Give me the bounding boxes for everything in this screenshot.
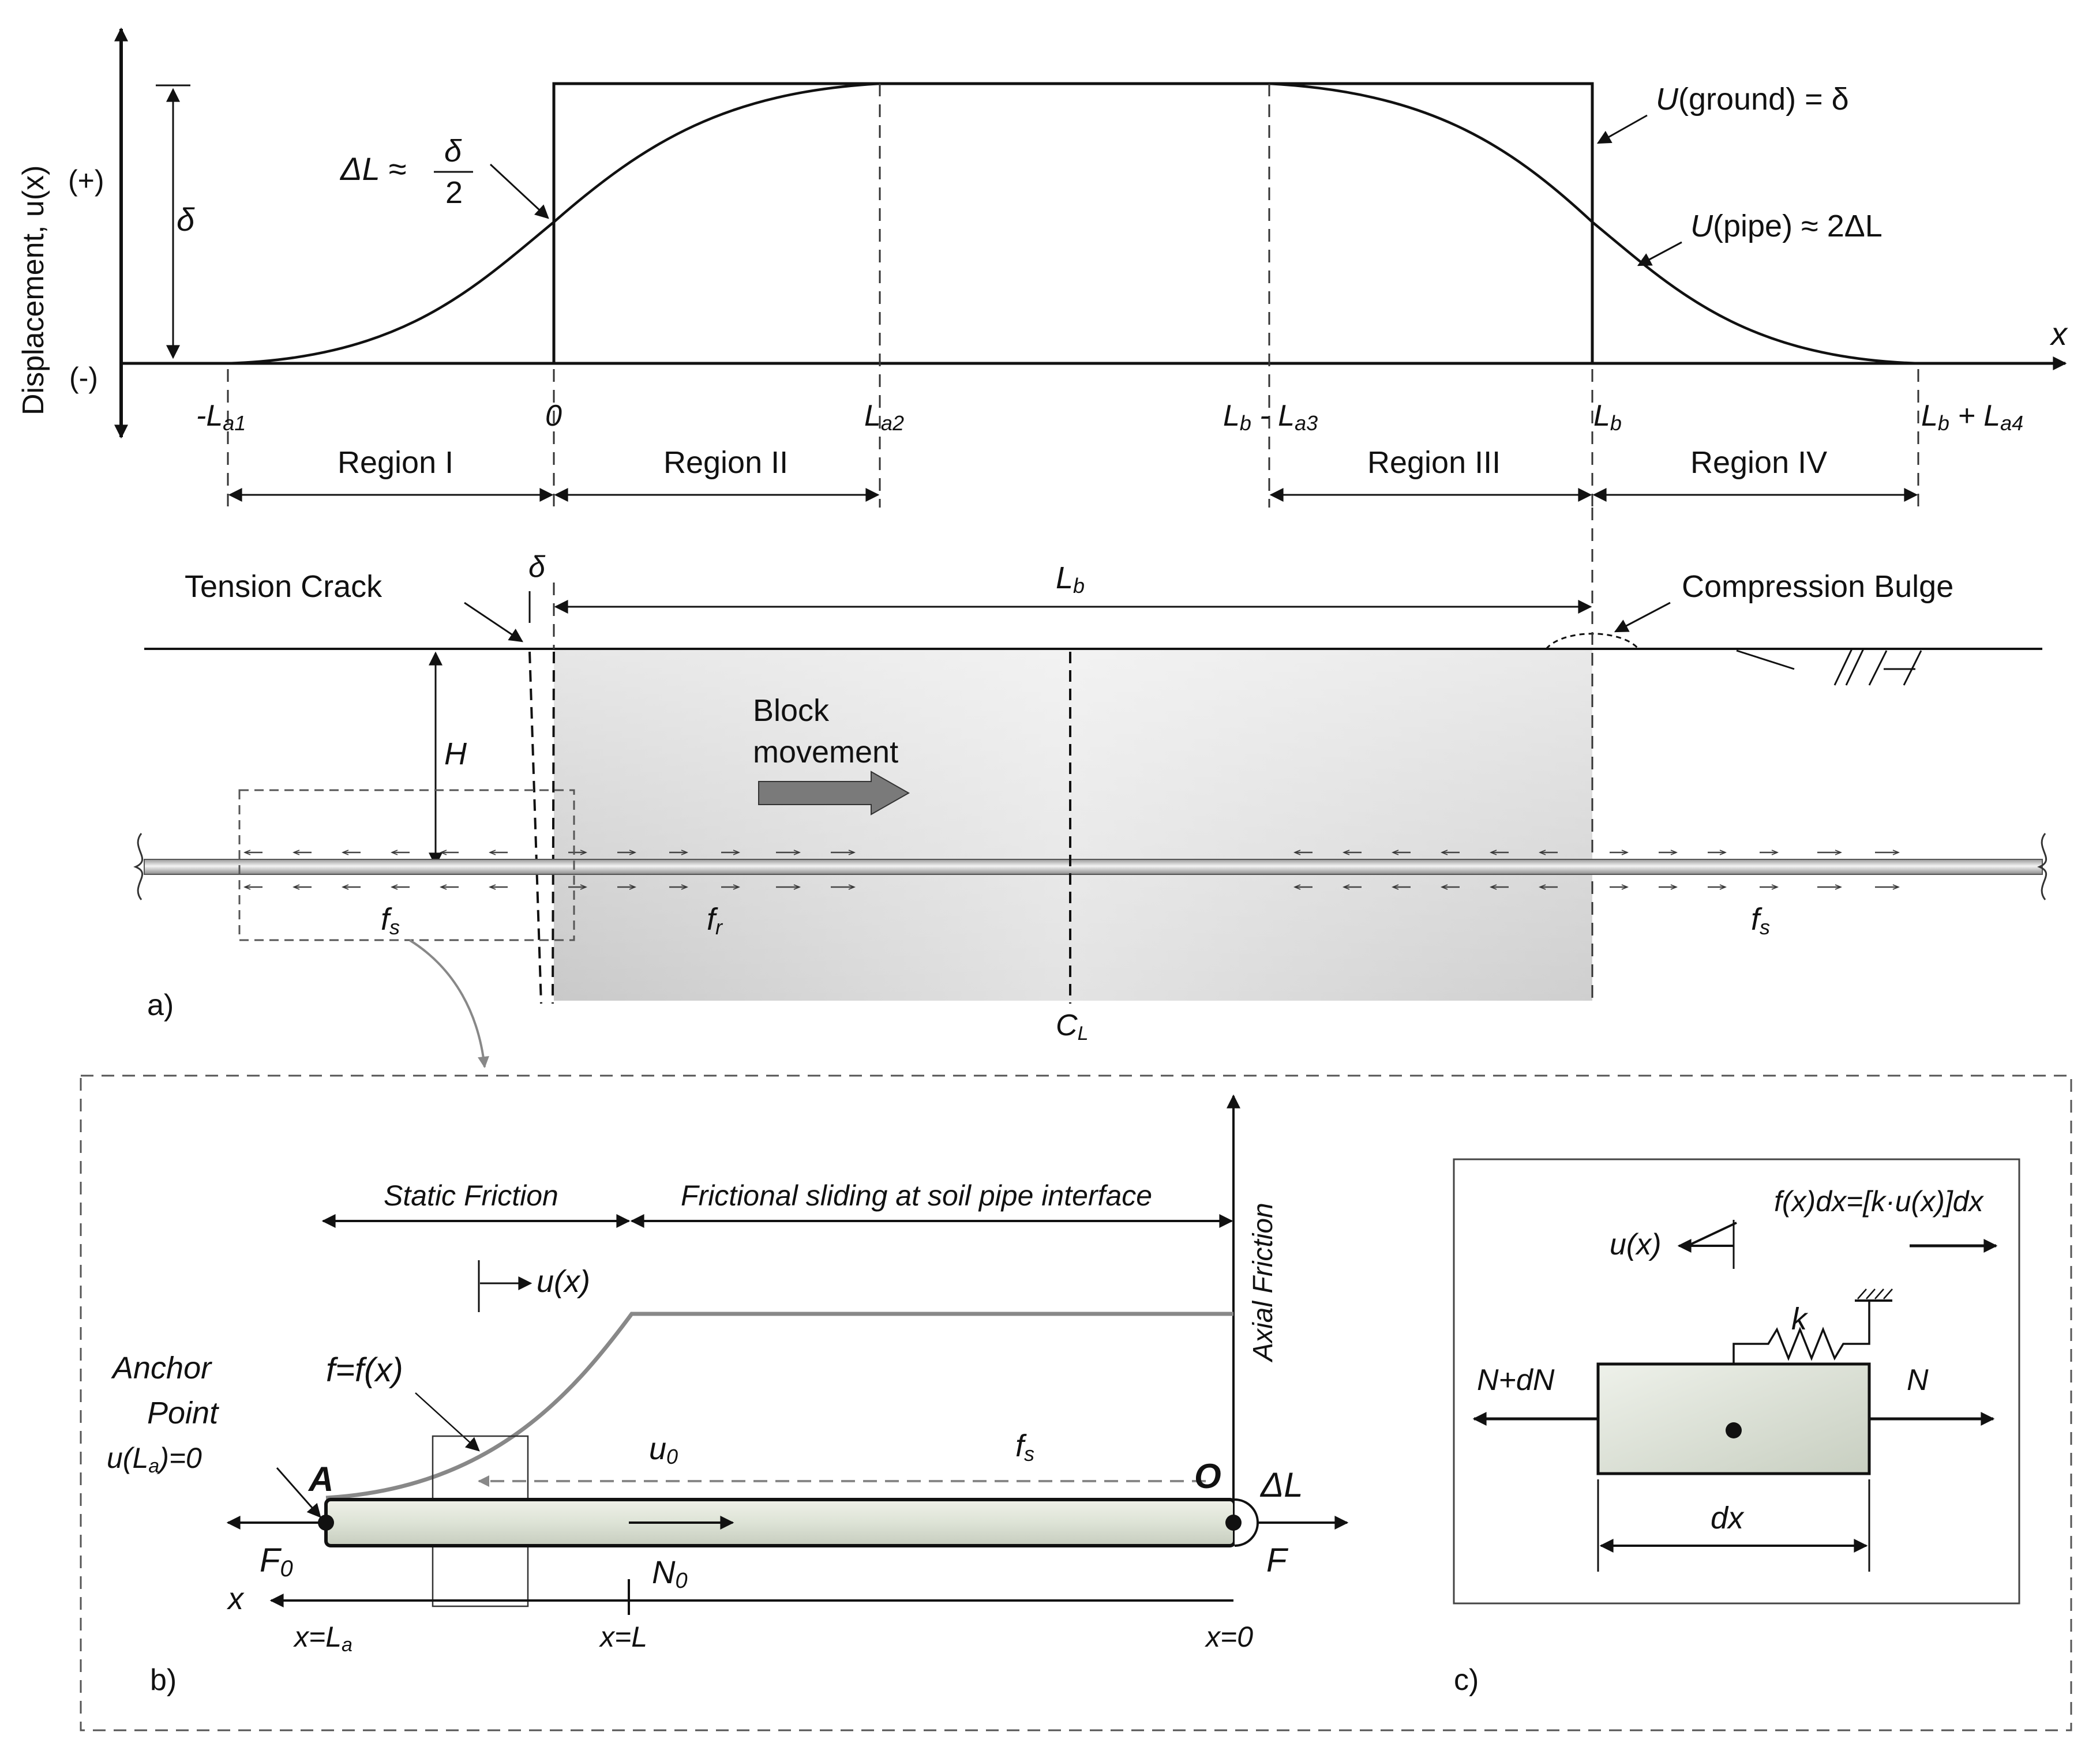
static-friction-label: Static Friction [384,1179,558,1212]
delta-l-label: ΔL [1259,1466,1303,1504]
delta-l-denominator: 2 [445,175,463,210]
delta-l-pointer [489,163,549,219]
f-of-x-label: f=f(x) [326,1351,403,1389]
delta-l-approx: ΔL ≈ [339,151,406,187]
f0-label: F0 [260,1542,293,1581]
axial-friction-curve [325,1312,1233,1500]
u-ground-pointer [1596,114,1648,144]
n-label: N [1907,1363,1929,1397]
spring [1732,1301,1870,1430]
tick-lb: Lb [1593,399,1622,435]
point-o-label: O [1194,1457,1221,1496]
fr-label: fr [707,902,723,939]
y-axis-label: Displacement, u(x) [17,166,50,415]
panel-c-u-of-x: u(x) [1610,1228,1662,1261]
u-pipe-label: U(pipe) ≈ 2ΔL [1690,209,1882,243]
zoom-box [238,789,575,941]
fs-left-label: fs [381,902,400,939]
n-plus-dn-label: N+dN [1477,1363,1555,1397]
pipe-displacement-curve-left [227,82,880,365]
u-of-x-label: u(x) [537,1264,590,1299]
x-axis-b-label: x [226,1581,245,1616]
x-equals-l: x=L [599,1621,647,1653]
region-dimensions: Region I Region II Region III Region IV [228,445,1918,502]
displacement-plot: x Displacement, u(x) (+) (-) δ -La1 0 La… [17,27,2068,508]
tick-lb-plus-la4: Lb + La4 [1921,399,2023,435]
crack-delta-label: δ [528,550,546,584]
fs-right-label: fs [1751,902,1770,939]
ground-displacement-curve [552,82,1594,363]
tick-la2: La2 [864,399,904,435]
friction-arrows-left [245,852,508,887]
tension-crack-label: Tension Crack [185,569,382,604]
friction-arrows-block-right [1295,852,1558,887]
n0-label: N0 [652,1554,688,1593]
panel-c-label: c) [1454,1663,1479,1697]
block-movement-label: Block movement [753,693,898,769]
x-axis-label: x [2049,315,2068,352]
frictional-sliding-label: Frictional sliding at soil pipe interfac… [681,1179,1152,1212]
panel-c-fdx: f(x)dx=[k·u(x)]dx [1774,1185,1985,1218]
tension-crack [528,651,555,1004]
element-center [1726,1422,1742,1438]
buried-pipe [144,859,2043,875]
u-ground-label: U(ground) = δ [1656,82,1849,117]
pipe-element [1596,1362,1871,1475]
lb-dimension-label: Lb [1056,561,1085,598]
delta-label: δ [177,201,195,238]
delta-l-numerator: δ [444,134,462,168]
pipe-segment [324,1498,1236,1547]
end-node [1225,1515,1242,1531]
pipe-displacement-curve-right [1269,82,1919,365]
compression-bulge-pointer [1614,602,1671,633]
minus-label: (-) [69,362,98,394]
tick-neg-la1: -La1 [196,399,246,435]
u-pipe-pointer [1637,241,1682,266]
tick-lb-minus-la3: Lb - La3 [1223,399,1318,435]
region-1-label: Region I [337,445,453,480]
h-label: H [444,737,467,771]
pipe-break-left [133,833,144,900]
f-label: F [1266,1542,1289,1579]
zoom-connector [408,939,489,1068]
region-3-label: Region III [1367,445,1501,480]
anchor-pointer [276,1467,321,1518]
centerline-label: CL [1056,1009,1088,1045]
friction-arrows-block-left [568,852,854,887]
pipe-break-right [2037,833,2047,900]
tension-crack-pointer [464,602,523,643]
panel-a-label: a) [147,989,174,1022]
region-2-label: Region II [663,445,788,480]
point-a-label: A [308,1460,333,1498]
panel-b-pipe-element: Static Friction Frictional sliding at so… [107,1094,1349,1697]
f-of-x-pointer [415,1392,480,1452]
compression-bulge-label: Compression Bulge [1682,569,1953,604]
anchor-condition-label: u(La)=0 [107,1442,202,1477]
anchor-point-label: Anchor Point [111,1351,220,1430]
block-movement-arrow [758,771,910,816]
region-4-label: Region IV [1690,445,1827,480]
x-equals-0: x=0 [1205,1621,1253,1653]
ground-fixture-hatch [1857,1288,1893,1299]
panel-c-element-equilibrium: u(x) f(x)dx=[k·u(x)]dx k N+dN N dx c) [1453,1158,2020,1697]
fs-label: fs [1015,1429,1034,1466]
tick-zero: 0 [545,399,562,433]
axial-friction-label: Axial Friction [1248,1203,1278,1363]
u0-label: u0 [649,1432,678,1468]
soil-pipe-schematic: Tension Crack Compression Bulge δ Lb H B… [133,508,2047,1068]
x-equals-la: x=La [293,1621,352,1656]
panel-b-label: b) [150,1663,177,1697]
friction-arrows-right [1610,852,1898,887]
dx-label: dx [1711,1501,1745,1535]
detail-frame [80,1075,2072,1731]
plus-label: (+) [68,164,104,197]
slip-surface-hatch [1736,648,1922,686]
